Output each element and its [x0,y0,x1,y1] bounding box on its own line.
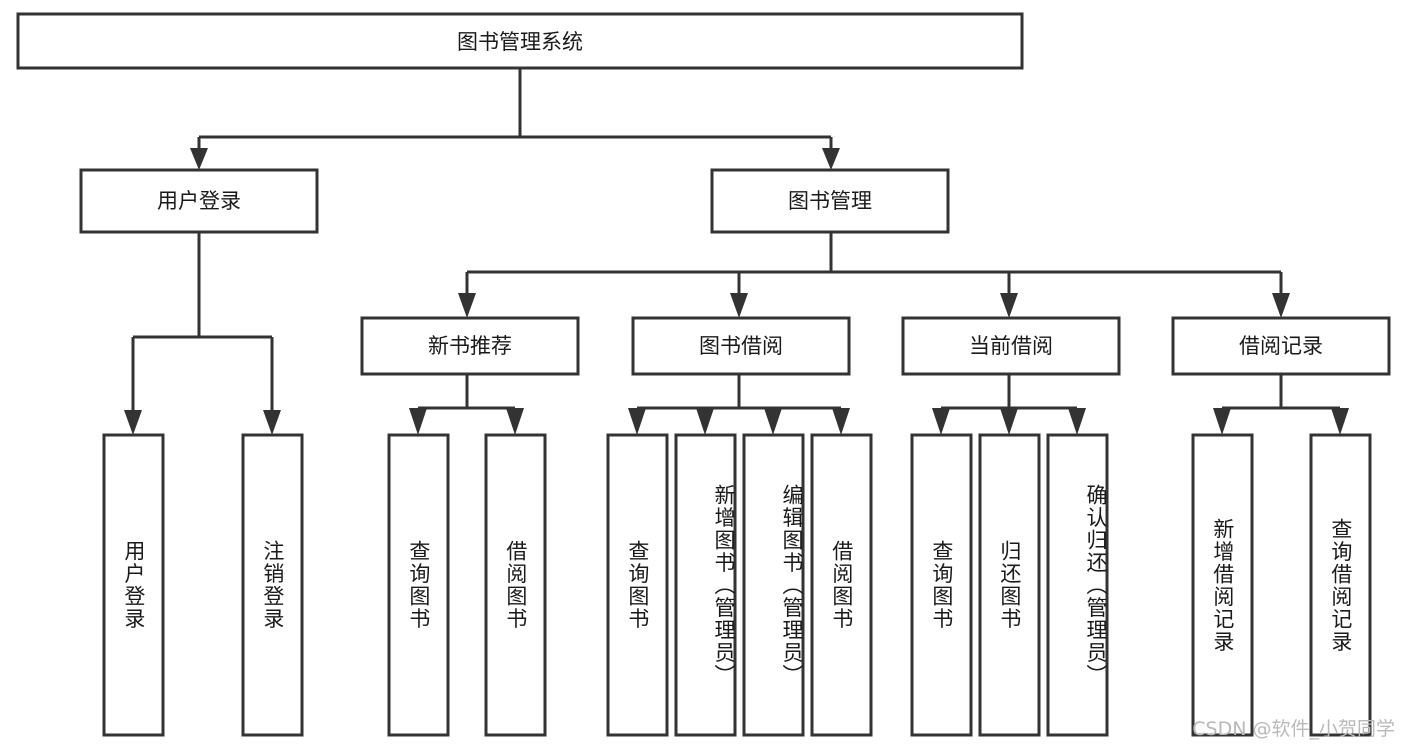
node-box-leaf-borrow-book-1[interactable] [484,433,547,737]
node-box-leaf-borrow-book-2[interactable] [810,433,873,737]
node-box-leaf-add-book[interactable] [674,433,737,737]
node-box-leaf-query-book-2[interactable] [606,433,669,737]
connector-group-book-management [458,232,1290,318]
arrow-head-leaf-query-book-2 [628,408,646,435]
arrow-head-leaf-logout-login [263,410,281,435]
node-label-borrow-record: 借阅记录 [1239,334,1323,358]
arrow-head-leaf-add-book [696,408,714,435]
node-label-new-book-recommend: 新书推荐 [428,334,512,358]
node-label-book-borrow: 图书借阅 [699,334,783,358]
arrow-head-current-borrow [1000,293,1018,318]
arrow-head-leaf-borrow-book-1 [506,408,524,435]
arrow-head-user-login [190,148,208,170]
node-box-user-login[interactable] [79,168,319,234]
connector-group-book-borrow [628,374,850,435]
connector-group-root [190,68,840,170]
node-box-leaf-query-borrow-record[interactable] [1309,433,1372,737]
node-label-current-borrow: 当前借阅 [969,334,1053,358]
connector-group-new-book-recommend [409,374,524,435]
node-box-leaf-edit-book[interactable] [742,433,805,737]
node-box-leaf-confirm-return[interactable] [1046,433,1109,737]
arrow-head-leaf-query-borrow-record [1331,408,1349,435]
arrow-head-book-management [822,148,840,170]
connector-group-borrow-record [1213,374,1349,435]
node-box-leaf-query-book-1[interactable] [387,433,450,737]
node-box-new-book-recommend[interactable] [360,316,580,376]
arrow-head-leaf-return-book [1000,408,1018,435]
node-box-leaf-logout-login[interactable] [241,433,304,737]
node-box-leaf-return-book[interactable] [978,433,1041,737]
arrow-head-borrow-record [1272,293,1290,318]
arrow-head-leaf-query-book-1 [409,408,427,435]
arrow-head-leaf-borrow-book-2 [832,408,850,435]
arrow-head-leaf-add-borrow-record [1213,408,1231,435]
csdn-watermark: CSDN @软件_小贺同学 [1192,718,1395,740]
arrow-head-leaf-confirm-return [1068,408,1086,435]
arrow-head-leaf-edit-book [764,408,782,435]
node-box-book-borrow[interactable] [631,316,851,376]
node-box-current-borrow[interactable] [901,316,1121,376]
node-box-leaf-query-book-3[interactable] [910,433,973,737]
node-box-leaf-user-login[interactable] [102,433,165,737]
node-label-user-login: 用户登录 [157,189,241,213]
node-box-borrow-record[interactable] [1171,316,1391,376]
arrow-head-leaf-query-book-3 [932,408,950,435]
node-box-leaf-add-borrow-record[interactable] [1191,433,1254,737]
connector-group-user-login [124,232,281,435]
arrow-head-leaf-user-login [124,410,142,435]
arrow-head-new-book-recommend [458,293,476,318]
node-box-root[interactable] [16,12,1024,70]
node-box-book-management[interactable] [710,168,950,234]
arrow-head-book-borrow [730,293,748,318]
node-label-book-management: 图书管理 [788,189,872,213]
connector-group-current-borrow [932,374,1086,435]
node-label-root: 图书管理系统 [457,30,583,54]
